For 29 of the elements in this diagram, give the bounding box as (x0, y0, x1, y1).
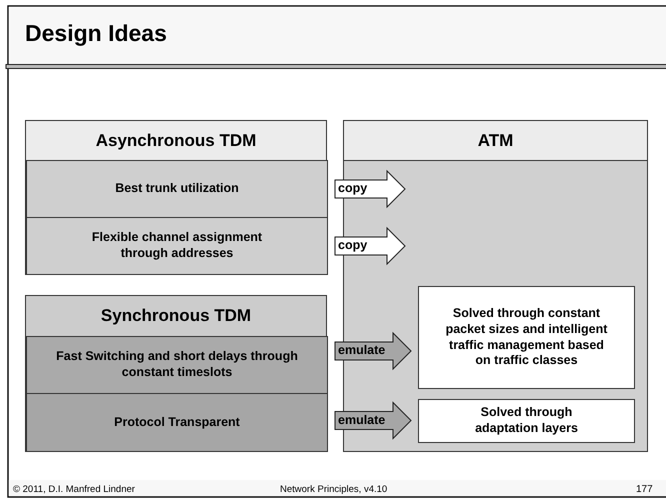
solution-box (418, 399, 635, 443)
page-number: 177 (636, 484, 653, 495)
solution-box (418, 286, 635, 389)
panel-heading: Synchronous TDM (26, 296, 326, 337)
feature-row (26, 393, 328, 452)
box-text: Fast Switching and short delays through constant timeslots (55, 349, 299, 381)
feature-row (26, 217, 328, 275)
edge-label: copy (338, 239, 368, 252)
box-text: Best trunk utilization (115, 181, 239, 197)
block-arrow (334, 332, 412, 370)
box-text: Flexible channel assignment through addresses (90, 230, 264, 262)
box-text: Protocol Transparent (114, 414, 240, 430)
group-panel (25, 120, 327, 275)
group-panel (25, 295, 327, 452)
box-text: Solved through adaptation layers (474, 405, 579, 437)
edge-label: emulate (338, 344, 386, 356)
panel-heading: ATM (344, 121, 647, 161)
edge-label: emulate (338, 414, 386, 426)
block-arrow (334, 226, 406, 266)
feature-row (26, 160, 328, 218)
block-arrow (334, 170, 406, 208)
box-text: Solved through constant packet sizes and intelligent traffic management based on traffic classes (444, 306, 608, 369)
slide-title: Design Ideas (25, 20, 167, 47)
panel-heading: Asynchronous TDM (26, 121, 326, 161)
feature-row (26, 336, 328, 394)
footer-text: Network Principles, v4.10 (280, 484, 388, 495)
edge-label: copy (338, 182, 368, 194)
block-arrow (334, 401, 412, 440)
copyright-note: © 2011, D.I. Manfred Lindner (13, 484, 135, 495)
